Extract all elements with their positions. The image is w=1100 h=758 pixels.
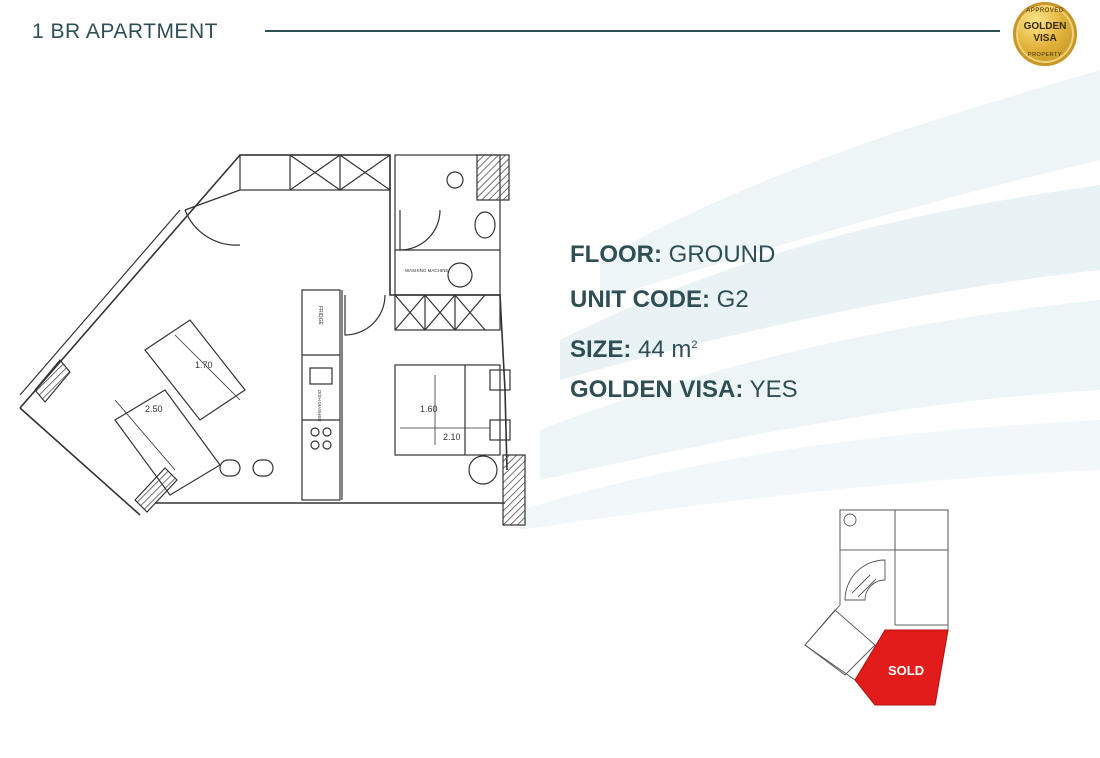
unit-code-row: UNIT CODE: G2	[570, 283, 798, 328]
size-row: SIZE: 44 m2	[570, 328, 798, 373]
golden-visa-badge-icon: APPROVED GOLDEN VISA PROPERTY	[1013, 2, 1077, 66]
washer-label: WASHING MACHINE	[405, 268, 448, 273]
size-unit-exponent: 2	[691, 339, 698, 351]
dim-living-width: 1.70	[195, 360, 213, 370]
floor-row: FLOOR: GROUND	[570, 238, 798, 283]
floorplan-outer-wall	[19, 154, 508, 471]
dim-bed-width: 2.10	[443, 432, 461, 442]
key-plan: SOLD	[804, 509, 949, 706]
page-title: 1 BR APARTMENT	[32, 20, 218, 43]
badge-line1: GOLDEN	[1023, 21, 1067, 32]
sold-status: SOLD	[888, 663, 924, 678]
unit-code-value: G2	[716, 286, 749, 313]
floor-plan-drawing: 1.70 2.50 1.60 2.10 FRIDGE WASHING MACHI…	[19, 154, 526, 526]
floor-value: GROUND	[668, 241, 776, 268]
unit-code-label: UNIT CODE:	[570, 286, 710, 313]
dim-bed-height: 1.60	[420, 404, 438, 414]
fridge-label: FRIDGE	[317, 306, 323, 326]
header-divider	[265, 30, 1000, 32]
golden-visa-value: YES	[749, 376, 798, 403]
golden-visa-row: GOLDEN VISA: YES	[570, 373, 798, 418]
size-value: 44 m	[638, 336, 692, 363]
size-label: SIZE:	[570, 336, 632, 363]
dim-living-height: 2.50	[145, 404, 163, 414]
dishwasher-label: DISH WASHER	[317, 390, 322, 422]
badge-line2: VISA	[1033, 33, 1057, 44]
badge-top-text: APPROVED	[1026, 8, 1064, 14]
badge-bottom-text: PROPERTY	[1027, 52, 1063, 58]
floor-label: FLOOR:	[570, 241, 662, 268]
golden-visa-label: GOLDEN VISA:	[570, 376, 744, 403]
sold-unit-area	[854, 629, 949, 706]
unit-info: FLOOR: GROUND UNIT CODE: G2 SIZE: 44 m2 …	[570, 238, 798, 418]
